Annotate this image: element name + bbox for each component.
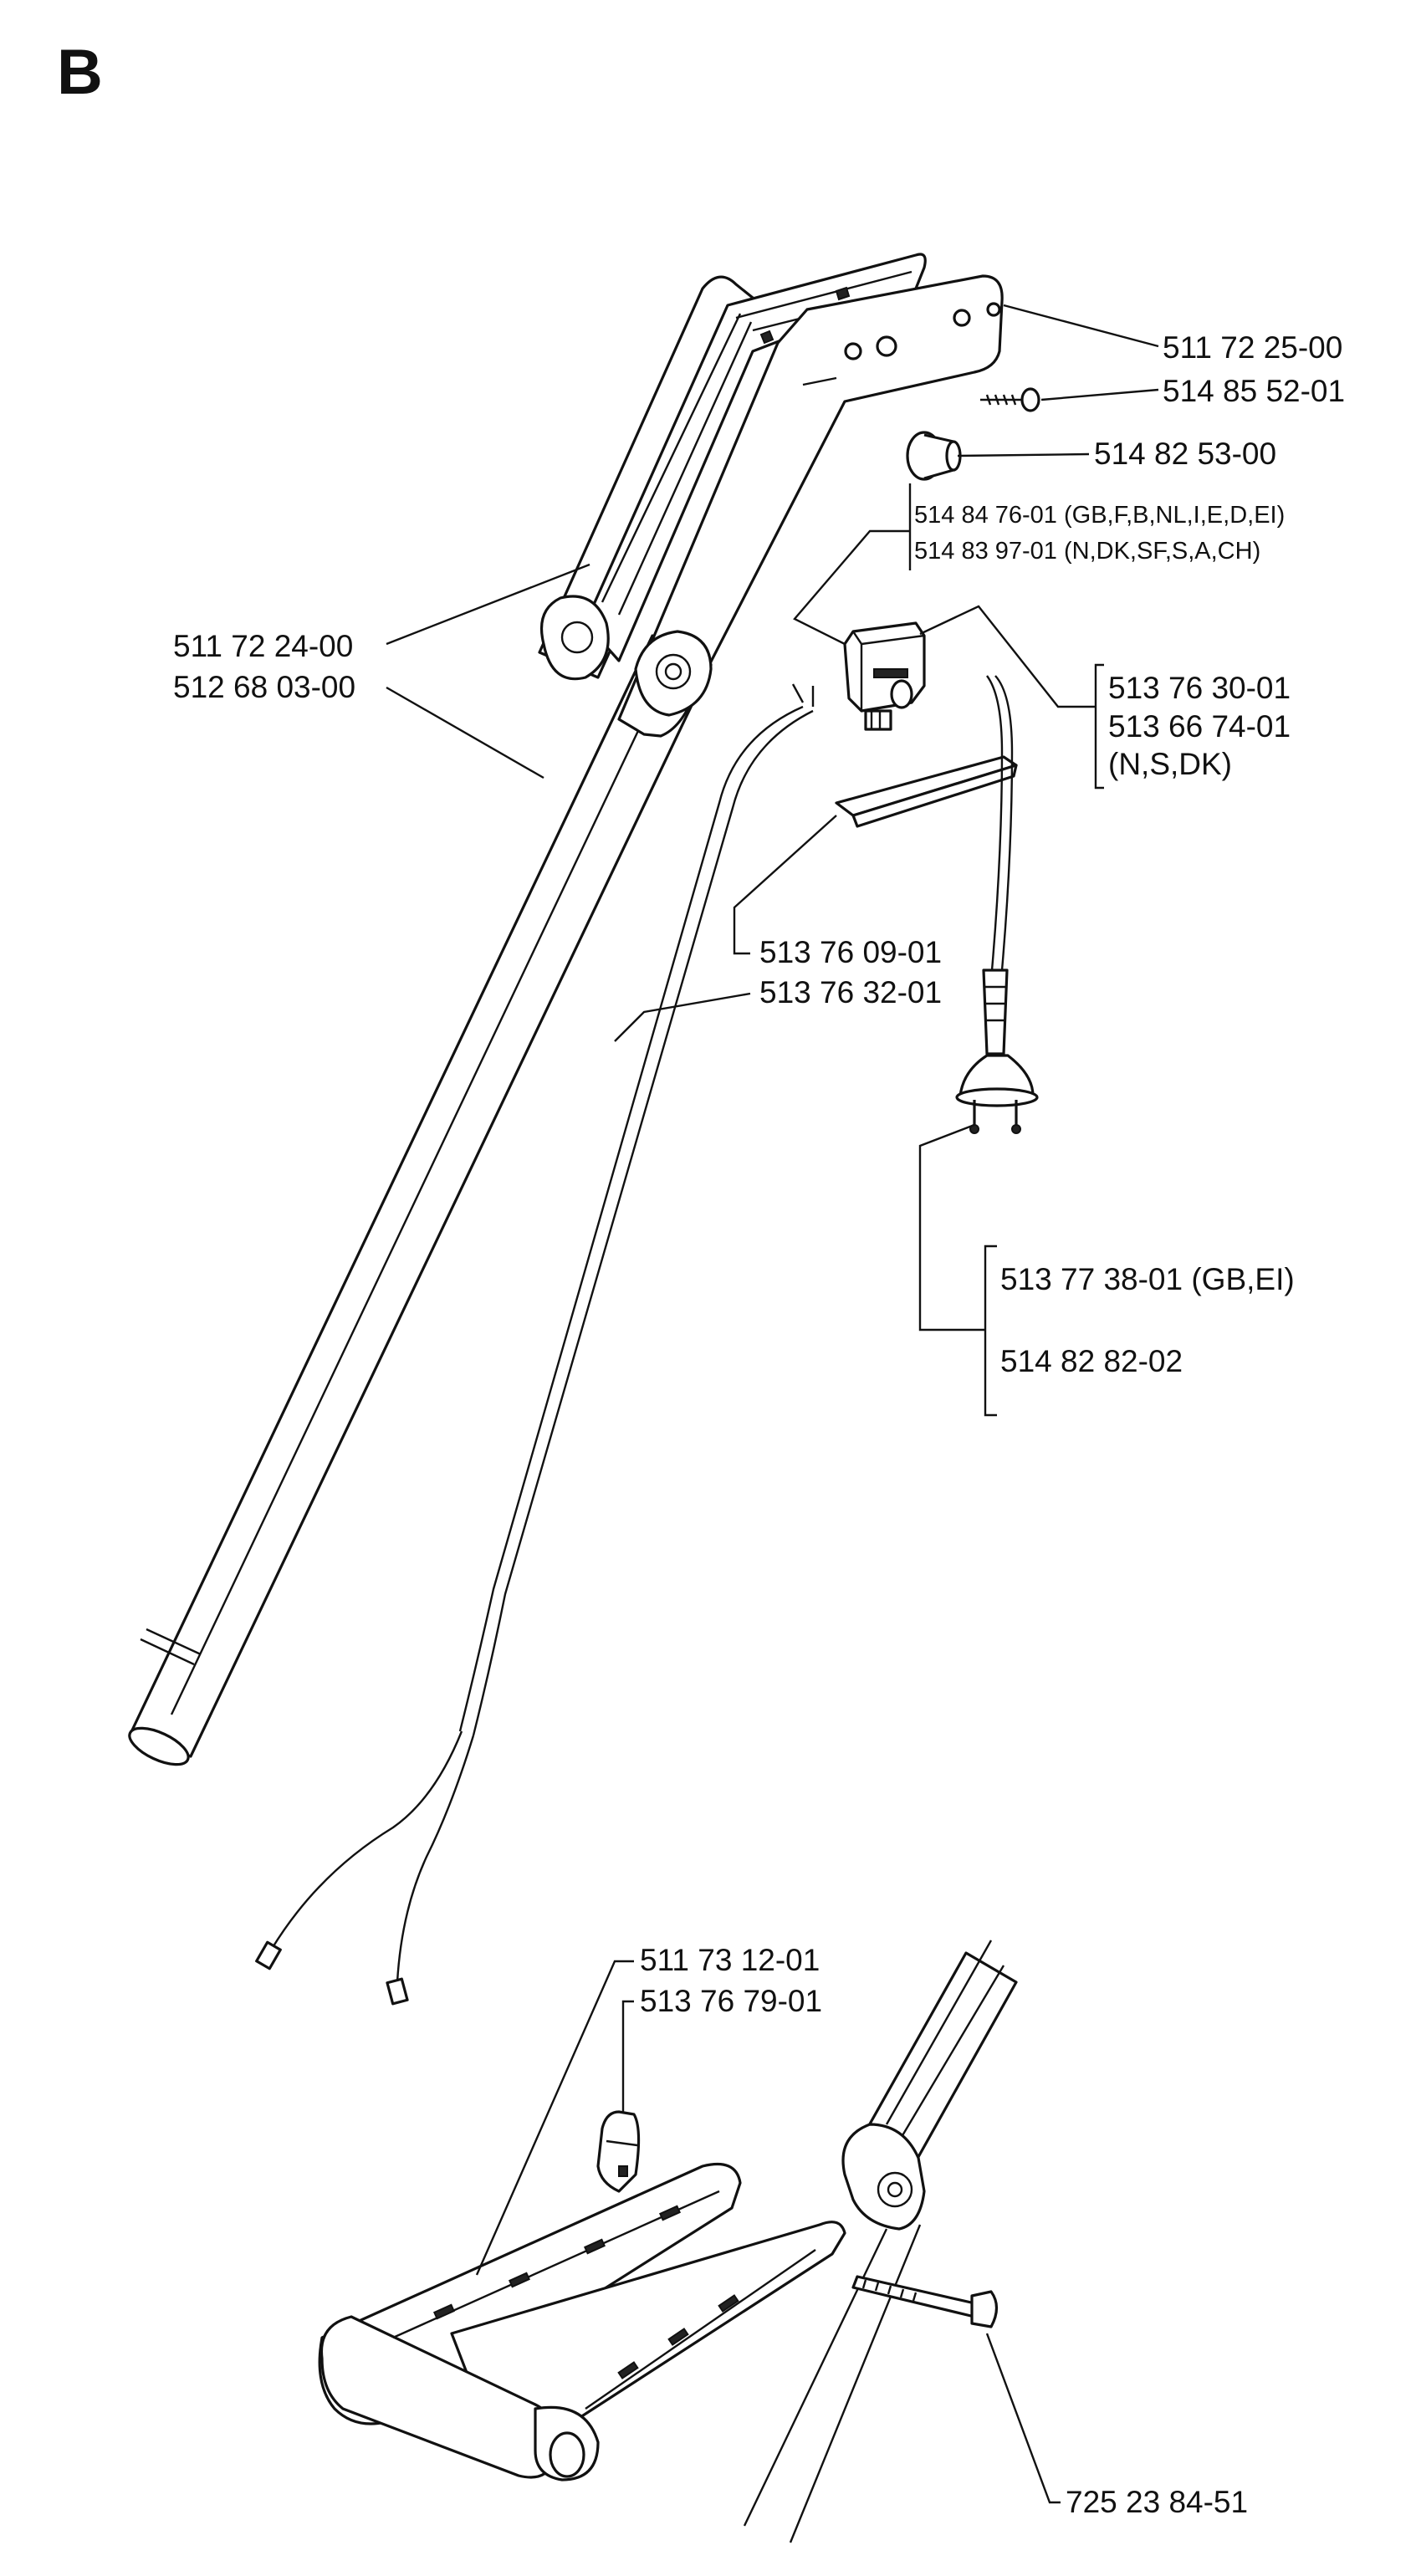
- callout-plug-a: 513 77 38-01 (GB,EI): [1000, 1262, 1295, 1296]
- handle-top: [617, 274, 1004, 738]
- callout-handle-half: 511 72 24-00: [173, 629, 353, 663]
- callout-knob: 514 82 53-00: [1094, 437, 1276, 471]
- screw-top: [980, 387, 1040, 412]
- callout-cover: 513 76 09-01: [759, 935, 942, 969]
- shaft-tube: [128, 634, 713, 1766]
- callout-handle-top: 511 72 25-00: [1163, 330, 1342, 365]
- lower-tube-clamp: [743, 1940, 1018, 2543]
- switch: [843, 621, 926, 731]
- bolt: [851, 2275, 999, 2328]
- knob: [906, 431, 962, 481]
- section-letter: B: [57, 37, 103, 108]
- callout-tube: 512 68 03-00: [173, 670, 355, 704]
- callout-screw-top: 514 85 52-01: [1163, 374, 1345, 408]
- cord-with-plug: [955, 675, 1039, 1134]
- callout-plug-b: 514 82 82-02: [1000, 1344, 1183, 1378]
- callout-switch-a: 514 84 76-01 (GB,F,B,NL,I,E,D,EI): [914, 502, 1285, 529]
- callout-switch-b: 514 83 97-01 (N,DK,SF,S,A,CH): [914, 538, 1260, 565]
- callout-aux-handle: 511 73 12-01: [640, 1943, 820, 1977]
- callout-bolt: 725 23 84-51: [1066, 2485, 1248, 2519]
- aux-knob: [596, 2110, 641, 2193]
- callout-labels: 511 72 25-00 514 85 52-01 514 82 53-00 5…: [173, 330, 1345, 2519]
- cover: [835, 755, 1018, 828]
- cable: [255, 683, 815, 2006]
- callout-cable: 513 76 32-01: [759, 975, 942, 1009]
- leader-lines: [386, 304, 1159, 2504]
- aux-handle: [318, 2162, 846, 2481]
- callout-cord-a: 513 76 30-01: [1108, 671, 1291, 705]
- callout-aux-knob: 513 76 79-01: [640, 1984, 822, 2018]
- callout-cord-b-note: (N,S,DK): [1108, 747, 1232, 781]
- callout-cord-b: 513 66 74-01: [1108, 709, 1291, 744]
